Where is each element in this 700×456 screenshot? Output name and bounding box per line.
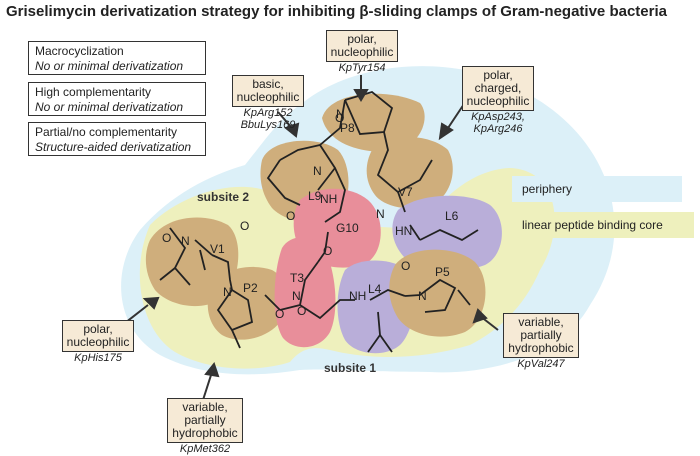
legend-partial-subtitle: Structure-aided derivatization (35, 140, 192, 154)
annotation-v1: polar, nucleophilic KpHis175 (58, 320, 138, 364)
annotation-l9: basic, nucleophilic KpArg152 BbuLys169 (228, 75, 308, 131)
annotation-p2-line2: partially (184, 413, 226, 427)
legend-macro-subtitle: No or minimal derivatization (35, 59, 184, 73)
legend-periphery-label: periphery (522, 182, 573, 196)
annotation-l9-line1: basic, (252, 77, 284, 91)
legend-high-subtitle: No or minimal derivatization (35, 100, 184, 114)
annotation-arrows (124, 75, 499, 401)
atom-O-p2: O (275, 307, 284, 321)
atom-O-l4: O (401, 259, 410, 273)
residue-l6: L6 (445, 209, 459, 223)
annotation-l9-residue1: KpArg152 (243, 107, 293, 119)
residue-l4: L4 (368, 282, 382, 296)
annotation-p8-residue: KpTyr154 (338, 62, 386, 74)
annotation-p2-line1: variable, (182, 400, 228, 414)
annotation-l9-line2: nucleophilic (236, 90, 300, 104)
residue-v1: V1 (210, 242, 225, 256)
annotation-v1-residue: KpHis175 (74, 352, 122, 364)
atom-N-v7: N (376, 207, 385, 221)
annotation-p5: variable, partially hydrophobic KpVal247 (500, 313, 582, 370)
annotation-p5-line2: partially (520, 328, 562, 342)
annotation-v7-residue2: KpArg246 (473, 123, 523, 135)
annotation-v7-line2: charged, (474, 81, 522, 95)
residue-v7: V7 (398, 185, 413, 199)
legend-high-complementarity: High complementarity No or minimal deriv… (28, 82, 206, 116)
annotation-v7-residue1: KpAsp243, (471, 111, 525, 123)
annotation-v7-line1: polar, (483, 68, 513, 82)
annotation-v1-line2: nucleophilic (66, 335, 130, 349)
atom-nh-l4: NH (349, 289, 366, 303)
annotation-p2: variable, partially hydrophobic KpMet362 (164, 398, 246, 455)
annotation-p5-box: variable, partially hydrophobic (503, 313, 579, 358)
legend-macro-title: Macrocyclization (35, 44, 124, 58)
annotation-p2-residue: KpMet362 (179, 443, 231, 455)
atom-N-p2: N (223, 285, 232, 299)
subsite-2-label: subsite 2 (197, 190, 250, 204)
annotation-p5-line3: hydrophobic (508, 341, 574, 355)
annotation-v7-box: polar, charged, nucleophilic (461, 66, 535, 111)
residue-g10: G10 (336, 221, 359, 235)
p2-blob (207, 266, 288, 340)
subsite-1-label: subsite 1 (324, 361, 377, 375)
annotation-v1-box: polar, nucleophilic (61, 320, 135, 352)
atom-O-ester: O (323, 244, 332, 258)
t3-blob (274, 237, 336, 348)
legend-macrocyclization: Macrocyclization No or minimal derivatiz… (28, 41, 206, 75)
atom-N-v1: N (181, 234, 190, 248)
atom-O-g10: O (286, 209, 295, 223)
annotation-p8-line2: nucleophilic (330, 45, 394, 59)
atom-nh-g10: NH (320, 192, 337, 206)
annotation-l9-residue2: BbuLys169 (240, 119, 296, 131)
figure-title: Griselimycin derivatization strategy for… (6, 3, 667, 20)
atom-O-p8: O (335, 111, 344, 125)
legend-core: linear peptide binding core (512, 212, 694, 238)
legend-high-title: High complementarity (35, 85, 152, 99)
residue-t3: T3 (290, 271, 304, 285)
atom-hn-l6: HN (395, 224, 412, 238)
annotation-p8: polar, nucleophilic KpTyr154 (322, 30, 402, 74)
p5-blob (389, 249, 486, 337)
residue-p5: P5 (435, 265, 450, 279)
atom-N-t3: N (292, 289, 301, 303)
legend-core-label: linear peptide binding core (522, 218, 663, 232)
v7-blob (366, 136, 453, 209)
atom-N-l9: N (313, 164, 322, 178)
atom-O-v1b: O (240, 219, 249, 233)
legend-partial-title: Partial/no complementarity (35, 125, 178, 139)
residue-p8: P8 (340, 121, 355, 135)
residue-l9: L9 (308, 189, 322, 203)
annotation-v1-line1: polar, (83, 322, 113, 336)
annotation-p8-line1: polar, (347, 32, 377, 46)
annotation-p2-line3: hydrophobic (172, 426, 238, 440)
atom-O-t3: O (297, 304, 306, 318)
annotation-v7-line3: nucleophilic (466, 94, 530, 108)
residue-p2: P2 (243, 281, 258, 295)
legend-periphery: periphery (512, 176, 682, 202)
annotation-p5-residue: KpVal247 (517, 358, 565, 370)
annotation-p8-box: polar, nucleophilic (325, 30, 399, 62)
annotation-p5-line1: variable, (518, 315, 564, 329)
legend-partial-complementarity: Partial/no complementarity Structure-aid… (28, 122, 206, 156)
atom-N-p5: N (418, 289, 427, 303)
annotation-v7: polar, charged, nucleophilic KpAsp243, K… (460, 66, 536, 135)
atom-O-v1: O (162, 231, 171, 245)
molecule-bonds (159, 91, 479, 353)
atom-N-p8: N (336, 107, 345, 121)
annotation-p2-box: variable, partially hydrophobic (167, 398, 243, 443)
annotation-l9-box: basic, nucleophilic (231, 75, 305, 107)
